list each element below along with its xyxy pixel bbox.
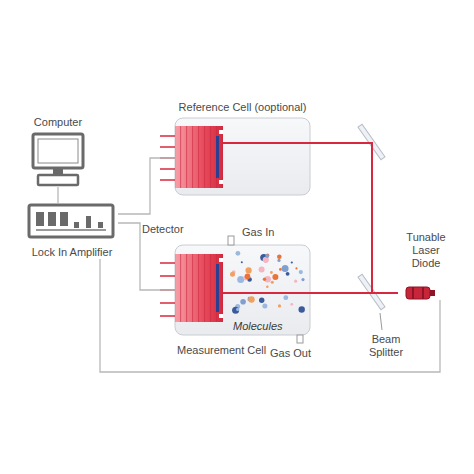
reference-cell-body: [175, 118, 310, 195]
molecule-dot: [272, 274, 278, 280]
node-label: Computer: [22, 116, 94, 129]
lock-in-amplifier-icon: [29, 205, 113, 237]
molecule-dot: [266, 286, 269, 289]
molecule-dot: [237, 276, 244, 283]
signal-wire: [118, 158, 175, 214]
molecule-dot: [259, 267, 265, 273]
laser-beam: [310, 143, 398, 293]
laser-beam: [310, 143, 398, 293]
molecule-dot: [277, 254, 282, 259]
detector-label: Detector: [142, 223, 184, 236]
molecule-dot: [299, 270, 303, 274]
signal-wire: [118, 158, 175, 214]
laser-diode: [406, 287, 435, 299]
molecule-dot: [282, 265, 289, 272]
molecule-dot: [291, 261, 293, 263]
molecule-dot: [278, 304, 281, 307]
measurement-cell: MoleculesMeasurement Cell: [175, 245, 310, 335]
node-label: Measurement Cell: [177, 344, 266, 357]
gas-in-label: Gas In: [242, 226, 274, 239]
signal-wire: [100, 259, 440, 372]
molecules: [230, 251, 305, 314]
laser-beam: [310, 292, 398, 294]
molecule-dot: [301, 278, 304, 281]
lock-in-amplifier: Lock In Amplifier: [26, 203, 118, 259]
molecule-dot: [299, 306, 305, 312]
molecule-dot: [262, 304, 267, 309]
molecule-dot: [271, 281, 274, 284]
molecule-dot: [236, 251, 241, 256]
molecule-dot: [266, 254, 269, 257]
laser-diode: Tunable Laser Diode: [398, 231, 454, 300]
detector: [160, 126, 223, 188]
leader-line: [380, 313, 382, 330]
signal-wire: [57, 187, 58, 203]
molecule-dot: [245, 274, 251, 280]
measurement-cell-body: [175, 245, 310, 335]
node-label: Molecules: [233, 320, 283, 333]
molecule-dot: [290, 303, 293, 306]
molecule-dot: [246, 267, 252, 273]
molecule-dot: [236, 308, 239, 311]
gas-outlet: [297, 335, 303, 343]
computer-icon: [33, 134, 83, 185]
molecule-dot: [279, 268, 282, 271]
molecule-dot: [259, 298, 264, 303]
molecule-dot: [283, 295, 288, 300]
laser-beam: [222, 292, 311, 294]
signal-wire: [58, 187, 59, 203]
node-label: Lock In Amplifier: [26, 246, 118, 259]
laser-beam: [310, 293, 398, 294]
molecule-dot: [241, 261, 243, 263]
molecule-dot: [232, 307, 239, 314]
molecule-dot: [240, 299, 246, 305]
molecule-dot: [248, 296, 254, 302]
molecule-dot: [270, 271, 273, 274]
node-label: Reference Cell (ooptional): [179, 101, 307, 114]
molecule-dot: [263, 278, 266, 281]
molecule-dot: [294, 280, 297, 283]
gas-inlet: [228, 236, 234, 245]
gas-out-label: Gas Out: [270, 347, 311, 360]
computer: Computer: [22, 116, 94, 187]
laser-beam: [222, 142, 311, 144]
node-label: Tunable Laser Diode: [398, 231, 454, 270]
signal-wire: [100, 259, 440, 372]
beam-splitter-label: Beam Splitter: [362, 333, 410, 359]
detector: [160, 254, 223, 322]
molecule-dot: [286, 272, 290, 276]
molecule-dot: [277, 259, 280, 262]
molecule-dot: [265, 254, 269, 258]
reference-cell: Reference Cell (ooptional): [175, 118, 310, 195]
molecule-dot: [295, 267, 297, 269]
molecule-dot: [230, 272, 235, 277]
